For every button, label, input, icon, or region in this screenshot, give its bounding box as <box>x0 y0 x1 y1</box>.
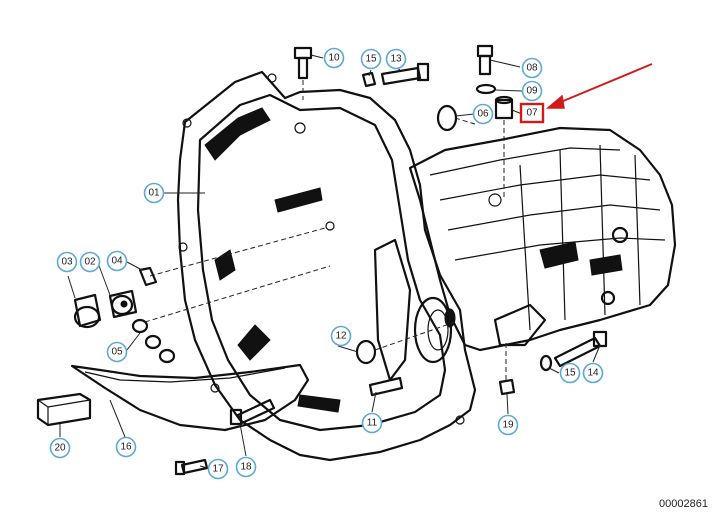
callout-04-label: 04 <box>111 256 123 267</box>
part-19-nut <box>498 340 516 396</box>
callout-02-label: 02 <box>84 257 96 268</box>
callout-15-top-label: 15 <box>365 54 377 65</box>
part-07-sleeve <box>494 95 514 200</box>
bell-housing <box>176 70 477 462</box>
callout-08-label: 08 <box>526 63 538 74</box>
part-08-sensor <box>476 44 494 76</box>
part-04-bolt <box>138 227 326 287</box>
callout-09[interactable]: 09 <box>521 80 543 102</box>
callout-01[interactable]: 01 <box>143 182 165 204</box>
part-09-ring <box>475 83 497 95</box>
callout-08[interactable]: 08 <box>521 57 543 79</box>
callout-14-label: 14 <box>587 368 599 379</box>
callout-16[interactable]: 16 <box>115 436 137 458</box>
diagram-number: 00002861 <box>659 498 708 510</box>
callout-18[interactable]: 18 <box>235 456 257 478</box>
callout-13[interactable]: 13 <box>385 48 407 70</box>
part-18-bolt <box>229 398 276 426</box>
callout-09-label: 09 <box>526 86 538 97</box>
callout-11-label: 11 <box>367 418 378 429</box>
part-15-washer-top <box>361 71 377 88</box>
callout-05[interactable]: 05 <box>106 341 128 363</box>
callout-13-label: 13 <box>390 54 402 65</box>
part-11-bolt <box>368 376 404 397</box>
callout-11[interactable]: 11 <box>361 412 383 434</box>
callout-12[interactable]: 12 <box>330 325 352 347</box>
callout-12-label: 12 <box>335 331 347 342</box>
callout-17-label: 17 <box>212 464 224 475</box>
callout-06-label: 06 <box>477 109 489 120</box>
part-15-washer-right <box>539 354 553 372</box>
callout-19[interactable]: 19 <box>497 414 519 436</box>
callout-15-top[interactable]: 15 <box>360 48 382 70</box>
callout-04[interactable]: 04 <box>106 250 128 272</box>
part-13-bolt <box>380 62 430 86</box>
callout-18-label: 18 <box>240 462 252 473</box>
callout-17[interactable]: 17 <box>207 458 229 480</box>
callout-03[interactable]: 03 <box>56 251 78 273</box>
callout-20-label: 20 <box>54 443 66 454</box>
part-20-pad <box>36 392 92 427</box>
callout-03-label: 03 <box>61 257 73 268</box>
callout-06[interactable]: 06 <box>472 103 494 125</box>
callout-07-highlighted[interactable]: 07 <box>519 102 545 124</box>
part-03-bushing <box>73 293 102 329</box>
callout-05-label: 05 <box>111 347 123 358</box>
part-06-plug <box>436 104 476 132</box>
part-02-bushing <box>108 289 138 319</box>
callout-16-label: 16 <box>120 442 132 453</box>
highlight-arrow <box>545 63 653 109</box>
part-05-washers <box>131 265 331 364</box>
callout-19-label: 19 <box>502 420 514 431</box>
callout-07-label: 07 <box>526 108 538 119</box>
part-10-breather-plug <box>293 46 313 100</box>
callout-15-right-label: 15 <box>564 368 576 379</box>
callout-10-label: 10 <box>328 53 340 64</box>
callout-10[interactable]: 10 <box>323 47 345 69</box>
callout-02[interactable]: 02 <box>79 251 101 273</box>
callout-15-right[interactable]: 15 <box>559 362 581 384</box>
gearbox-case <box>408 126 677 352</box>
callout-01-label: 01 <box>148 188 160 199</box>
part-16-cover-plate <box>70 363 310 432</box>
callout-14[interactable]: 14 <box>582 362 604 384</box>
callout-20[interactable]: 20 <box>49 437 71 459</box>
